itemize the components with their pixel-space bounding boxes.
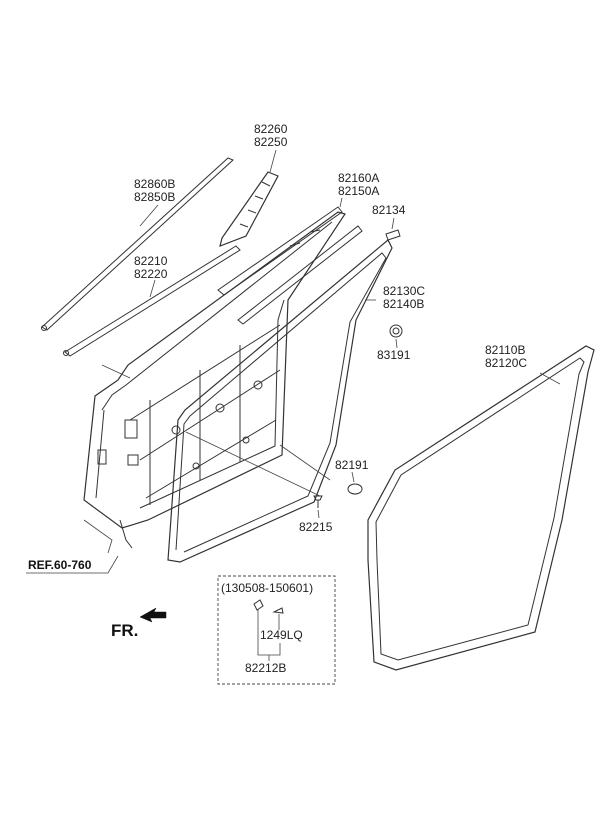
front-arrow-icon	[139, 607, 167, 623]
clip-82134	[385, 217, 401, 241]
label-82220: 82220	[134, 267, 168, 281]
variant-box: (130508-150601) 1249LQ 82212B	[217, 575, 336, 685]
glass-run-channel	[217, 197, 363, 325]
inner-belt-weatherstrip	[63, 245, 241, 357]
door-weatherstrip	[167, 239, 393, 563]
label-82215: 82215	[299, 520, 333, 534]
front-label: FR.	[111, 621, 138, 640]
ref-label: REF.60-760	[28, 558, 92, 572]
label-82140B: 82140B	[383, 297, 424, 311]
label-82860B: 82860B	[134, 177, 175, 191]
outer-belt-molding	[41, 157, 234, 331]
label-82160A: 82160A	[338, 171, 379, 185]
date-range-label: (130508-150601)	[221, 581, 313, 595]
label-82130C: 82130C	[383, 284, 425, 298]
cap-82191	[347, 471, 363, 495]
label-82110B: 82110B	[485, 343, 525, 357]
label-1249LQ: 1249LQ	[260, 628, 303, 642]
label-82210: 82210	[134, 254, 168, 268]
ref-callout: REF.60-760	[26, 555, 119, 574]
label-82150A: 82150A	[338, 184, 379, 198]
plug-83191	[389, 324, 403, 349]
label-83191: 83191	[377, 348, 411, 362]
frame-garnish	[219, 149, 279, 247]
clip-82212B-icon	[253, 599, 264, 611]
front-indicator: FR.	[111, 607, 167, 640]
label-82212B: 82212B	[245, 661, 286, 675]
screw-82215	[313, 495, 323, 519]
label-82250: 82250	[254, 135, 288, 149]
label-82134: 82134	[372, 203, 406, 217]
label-82120C: 82120C	[485, 356, 527, 370]
label-82191: 82191	[335, 458, 369, 472]
door-panel	[83, 211, 346, 549]
bolt-1249LQ-icon	[272, 607, 284, 614]
leader-lines	[83, 364, 331, 554]
label-82260: 82260	[254, 122, 288, 136]
body-weatherstrip	[367, 345, 595, 671]
label-82850B: 82850B	[134, 190, 175, 204]
